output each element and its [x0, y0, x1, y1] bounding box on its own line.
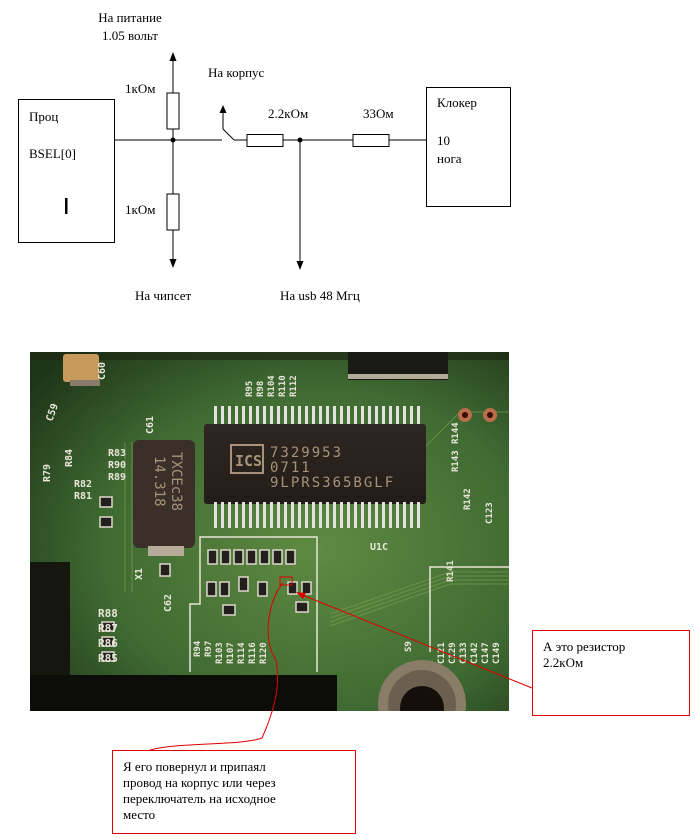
resistor-note-line2: 2.2кОм — [543, 655, 584, 670]
silk-c62: C62 — [163, 594, 174, 612]
chip-logo-box — [230, 444, 264, 474]
silk-r110: R110 — [278, 375, 288, 397]
resistor-33-label: 33Ом — [363, 106, 394, 121]
silk-cap-2: C133 — [459, 642, 469, 664]
silk-r97: R97 — [204, 641, 214, 657]
cpu-marker — [65, 198, 68, 214]
callout-rotate-note: Я его повернул и припаял провод на корпу… — [112, 750, 356, 834]
resistor-note-line1: А это резистор — [543, 639, 626, 654]
silk-r90: R90 — [108, 460, 126, 471]
clock-chip: ICS 7329953 0711 9LPRS365BGLF — [204, 406, 426, 528]
circuit-schematic — [18, 52, 511, 270]
silk-c60: C60 — [97, 362, 108, 380]
silk-c123: C123 — [485, 502, 495, 524]
silk-r103: R103 — [215, 642, 225, 664]
cpu-title: Проц — [29, 109, 59, 124]
rotate-note-line4: место — [123, 807, 156, 822]
resistor-bottom-label: 1кОм — [125, 202, 156, 217]
silk-r89: R89 — [108, 472, 126, 483]
power-label-line1: На питание — [98, 10, 162, 25]
silk-r85: R85 — [98, 652, 118, 665]
resistor-series-label: 2.2кОм — [268, 106, 309, 121]
chip-line2: 0711 — [270, 460, 312, 476]
silk-r83: R83 — [108, 448, 126, 459]
silk-r82: R82 — [74, 479, 92, 490]
silk-cap-0: C121 — [437, 642, 447, 664]
silk-r116: R116 — [248, 642, 258, 664]
chip-pins-top — [214, 406, 420, 426]
rotate-note-line3: переключатель на исходное — [123, 791, 276, 806]
highlight-box — [279, 576, 293, 586]
chip-pins-bottom — [214, 502, 420, 528]
clocker-box — [426, 87, 511, 207]
silk-r114: R114 — [237, 642, 247, 664]
silk-r144: R144 — [451, 422, 461, 444]
resistor-top-label: 1кОм — [125, 81, 156, 96]
silk-c61: C61 — [145, 416, 156, 434]
silk-cap-4: C147 — [481, 642, 491, 664]
arrow-down-chipset-icon — [169, 259, 177, 268]
clocker-pin-number: 10 — [437, 133, 450, 148]
silk-r143: R143 — [451, 450, 461, 472]
silk-r88: R88 — [98, 607, 118, 620]
silk-r104: R104 — [267, 375, 277, 397]
arrow-down-usb-icon — [296, 261, 304, 270]
rotate-note-line1: Я его повернул и припаял — [123, 759, 266, 774]
cap-c60-base — [70, 380, 100, 386]
rotate-note-line2: провод на корпус или через — [123, 775, 276, 790]
silk-cap-5: C149 — [492, 642, 502, 664]
silk-r81: R81 — [74, 491, 92, 502]
resistor-top-1k — [166, 92, 180, 130]
silk-r120: R120 — [259, 642, 269, 664]
resistor-33 — [352, 134, 390, 147]
silk-u1c: U1C — [370, 542, 388, 553]
component-dark-bottom — [30, 675, 337, 711]
silk-r86: R86 — [98, 637, 118, 650]
pcb-shadow-top — [30, 352, 509, 360]
silk-r98: R98 — [256, 381, 266, 397]
silk-r95: R95 — [245, 381, 255, 397]
silk-x1: X1 — [134, 568, 145, 580]
crystal-x1: TXCEc38 14.318 — [133, 440, 195, 556]
via-hole-1-inner — [462, 412, 468, 418]
silk-s9: S9 — [404, 641, 414, 652]
chipset-label: На чипсет — [135, 288, 192, 303]
crystal-line1: TXCEc38 — [168, 452, 184, 511]
cap-c60 — [63, 354, 99, 382]
arrow-up-power-icon — [169, 52, 177, 61]
power-label-line2: 1.05 вольт — [102, 28, 158, 43]
clocker-pin-word: нога — [437, 151, 462, 166]
cpu-box — [18, 99, 115, 243]
usb-label: На usb 48 Мгц — [280, 288, 360, 303]
junction-node-1 — [170, 137, 176, 143]
silk-r94: R94 — [193, 640, 203, 657]
silk-r141: R141 — [446, 560, 456, 582]
silk-r142: R142 — [463, 488, 473, 510]
ground-label: На корпус — [208, 65, 265, 80]
silk-r107: R107 — [226, 642, 236, 664]
resistor-2k2 — [246, 134, 284, 147]
component-dark-left — [30, 562, 70, 682]
chip-brand: ICS — [235, 452, 262, 470]
silk-cap-1: C129 — [448, 642, 458, 664]
callout-resistor-note: А это резистор 2.2кОм — [532, 630, 690, 716]
silk-r84: R84 — [64, 449, 75, 467]
pcb-photo: ICS 7329953 0711 9LPRS365BGLF TXCEc38 14… — [30, 352, 509, 711]
silk-r87: R87 — [98, 622, 118, 635]
resistor-bottom-1k — [166, 193, 180, 231]
arrow-up-ground-icon — [219, 105, 227, 113]
chip-line1: 7329953 — [270, 445, 343, 461]
via-hole-2-inner — [487, 412, 493, 418]
connector-top-outline — [348, 374, 448, 379]
chip-line3: 9LPRS365BGLF — [270, 475, 395, 491]
silk-cap-3: C142 — [470, 642, 480, 664]
switch-blade — [222, 128, 235, 141]
clocker-title: Клокер — [437, 95, 477, 110]
crystal-line2: 14.318 — [151, 456, 167, 507]
silk-r79: R79 — [42, 464, 53, 482]
cpu-pin: BSEL[0] — [29, 146, 76, 161]
silk-r112: R112 — [289, 375, 299, 397]
